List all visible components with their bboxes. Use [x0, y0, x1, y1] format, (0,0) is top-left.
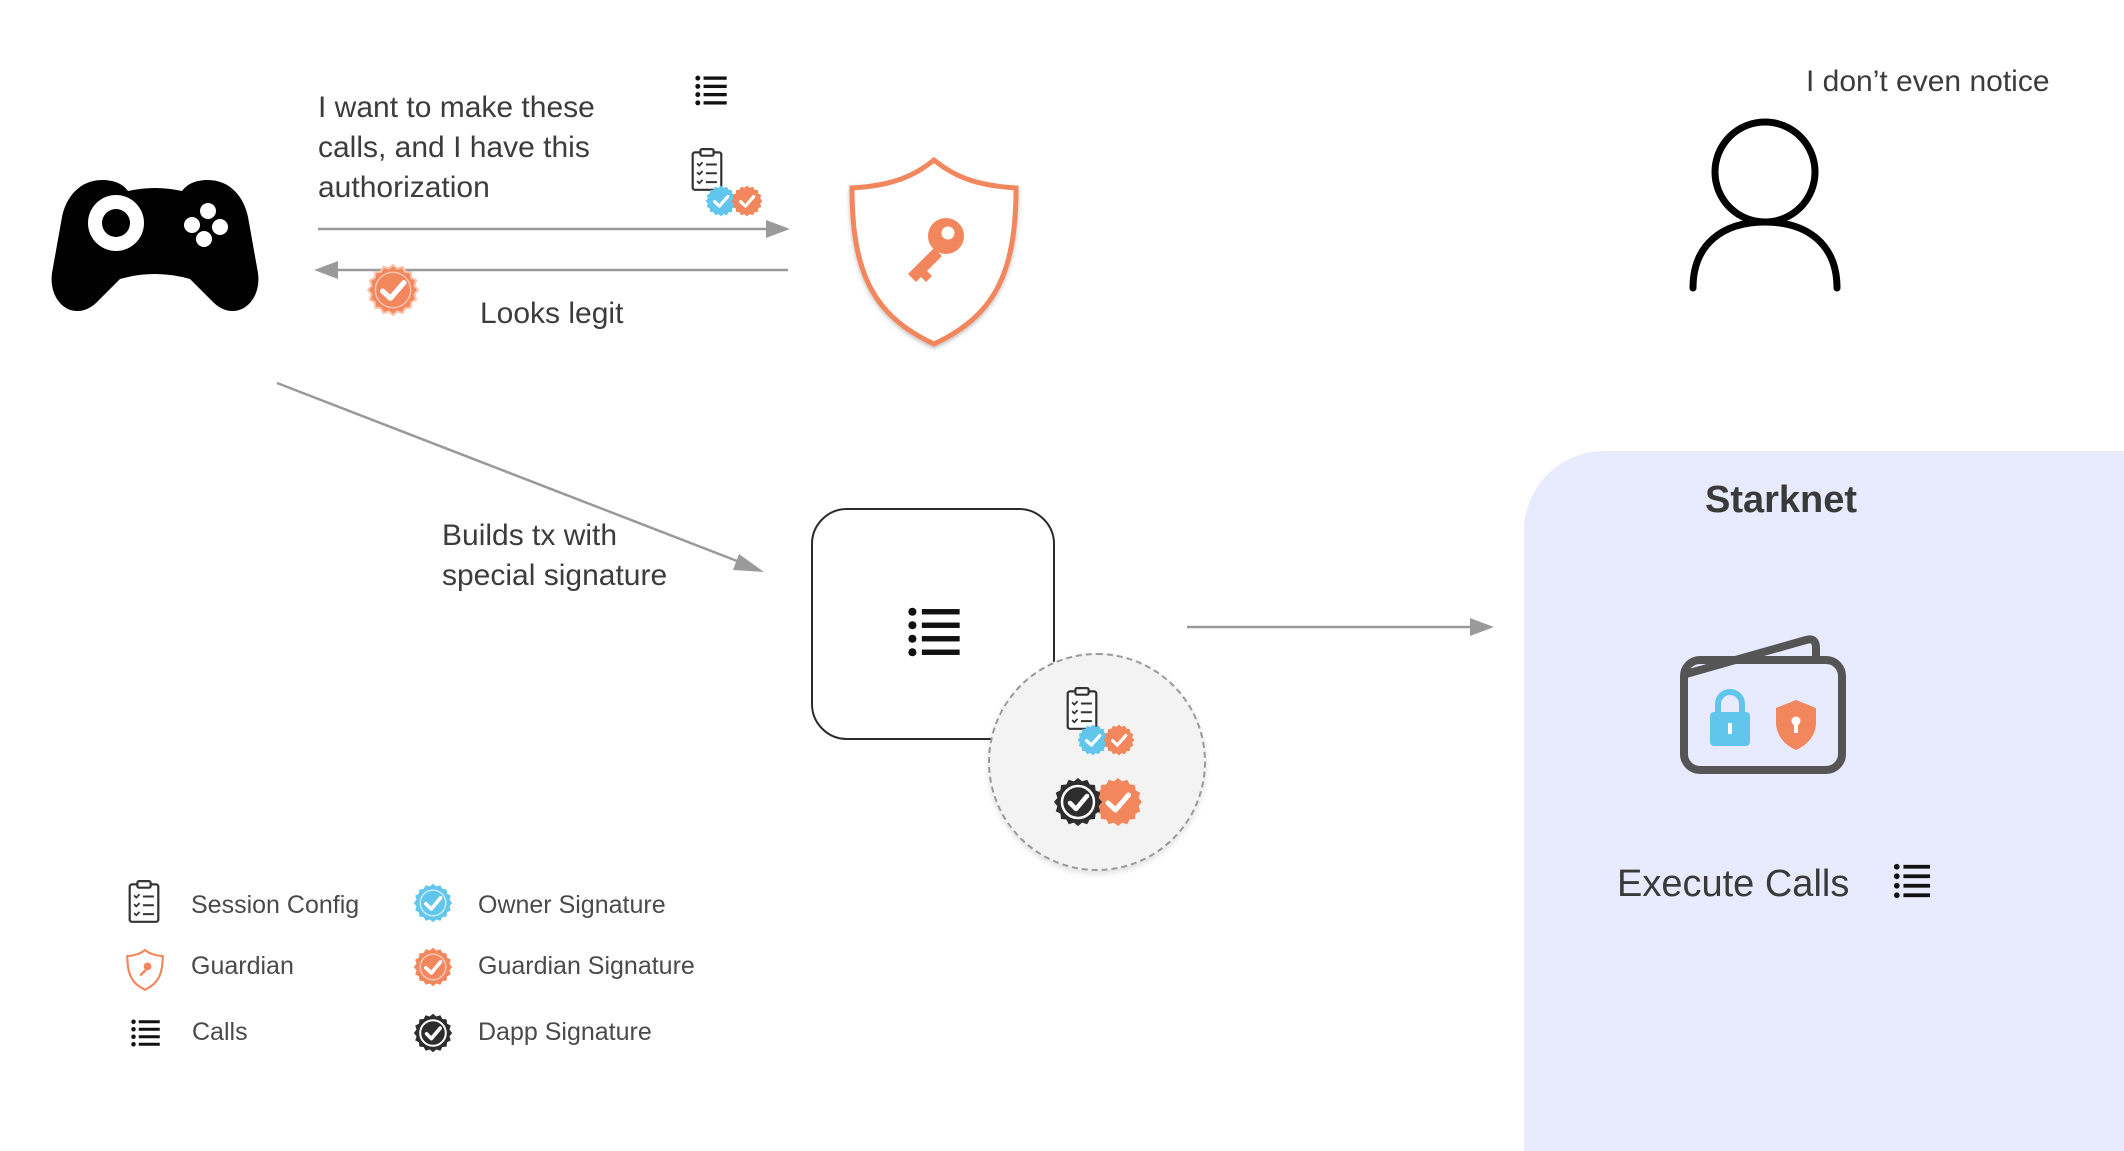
guardian-signature-badge-icon: [1103, 724, 1135, 756]
game-controller-icon: [51, 180, 259, 312]
execute-calls-label: Execute Calls: [1617, 863, 1850, 905]
legend-label: Session Config: [191, 891, 360, 919]
arrows-layer: [276, 220, 1494, 636]
guardian-signature-badge-icon: [731, 185, 763, 217]
owner-signature-badge-icon: [413, 883, 453, 923]
guardian-shield-icon: [849, 156, 1019, 347]
guardian-signature-badge-icon: [367, 264, 419, 316]
lock-icon: [1710, 689, 1750, 746]
signature-bubble: [988, 653, 1206, 871]
guardian-shield-icon: [126, 948, 164, 991]
response-message: Looks legit: [480, 297, 624, 330]
guardian-signature-badge-icon: [413, 947, 453, 987]
legend-label: Owner Signature: [478, 891, 666, 919]
build-arrowhead: [733, 554, 764, 572]
submit-arrowhead: [1470, 618, 1494, 636]
calls-list-icon: [906, 605, 962, 659]
legend-label: Guardian Signature: [478, 952, 695, 980]
shield-icon: [1776, 700, 1816, 750]
request-arrowhead: [766, 220, 790, 238]
starknet-title: Starknet: [1705, 479, 1858, 521]
legend-label: Calls: [192, 1018, 248, 1046]
list-icon: [130, 1018, 161, 1048]
user-note: I don’t even notice: [1806, 65, 2050, 98]
dapp-signature-badge-icon: [413, 1013, 453, 1053]
legend-label: Guardian: [191, 952, 294, 980]
legend-label: Dapp Signature: [478, 1018, 652, 1046]
build-arrow: [276, 381, 751, 568]
user-icon: [1689, 118, 1841, 292]
guardian-signature-badge-icon: [1093, 777, 1143, 827]
wallet-icon: [1680, 635, 1846, 774]
clipboard-icon: [127, 880, 161, 924]
owner-signature-badge-icon: [705, 185, 737, 217]
dapp-signature-badge-icon: [1053, 777, 1103, 827]
request-message: I want to make these calls, and I have t…: [318, 91, 595, 204]
owner-signature-badge-icon: [1077, 724, 1109, 756]
starknet-panel: [1524, 451, 2124, 1151]
build-message: Builds tx with special signature: [442, 519, 668, 592]
response-arrowhead: [314, 261, 338, 279]
